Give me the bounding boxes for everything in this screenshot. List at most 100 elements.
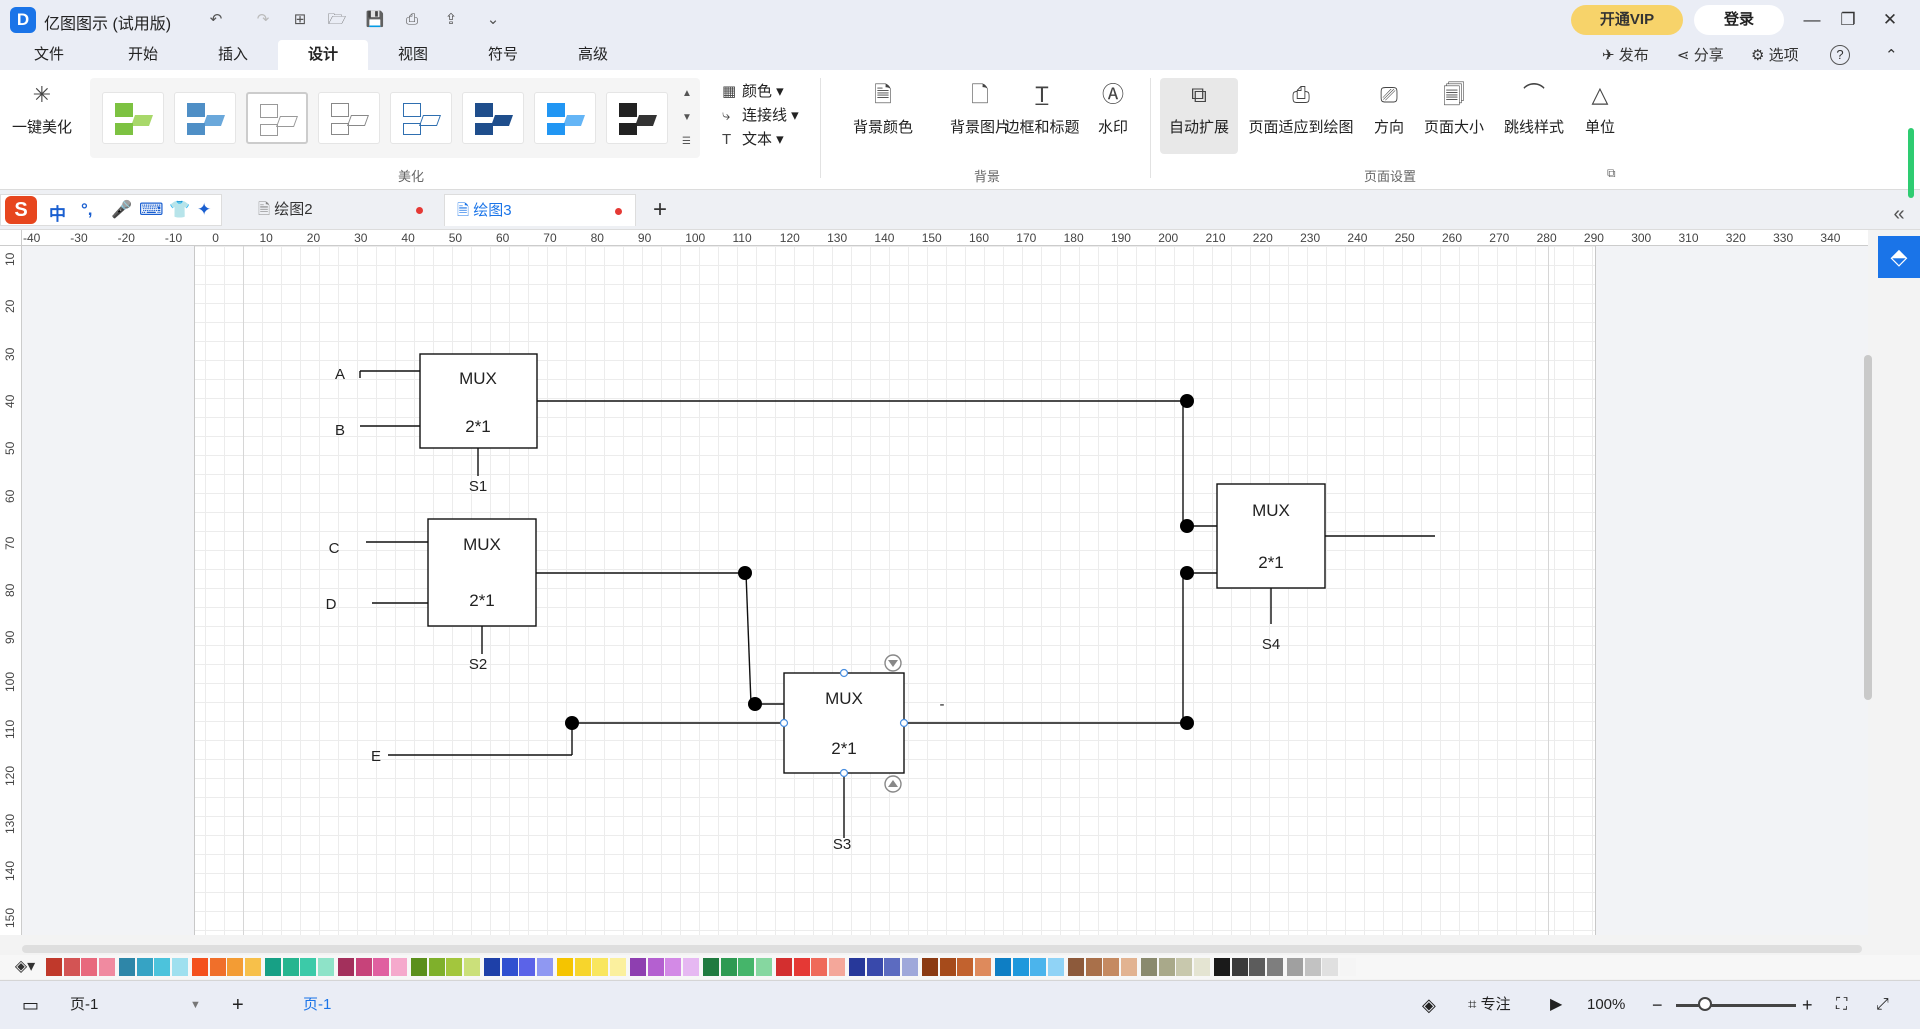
- color-swatch[interactable]: [866, 958, 883, 976]
- color-swatch[interactable]: [647, 958, 664, 976]
- gallery-scroll-icon[interactable]: ▲▼☰: [682, 88, 692, 147]
- selection-handle[interactable]: [839, 668, 849, 678]
- color-swatch[interactable]: [1231, 958, 1248, 976]
- color-swatch[interactable]: [98, 958, 115, 976]
- page-panel-icon[interactable]: ▭: [22, 995, 40, 1015]
- color-swatch[interactable]: [536, 958, 553, 976]
- color-swatch[interactable]: [1120, 958, 1137, 976]
- one-click-beautify-button[interactable]: ✳ 一键美化: [11, 82, 72, 136]
- color-swatch[interactable]: [884, 958, 900, 976]
- publish-button[interactable]: ✈ 发布: [1602, 47, 1649, 64]
- toolbox-icon[interactable]: ✦: [197, 200, 212, 219]
- color-swatch[interactable]: [574, 958, 591, 976]
- color-swatch[interactable]: [974, 958, 991, 976]
- redo-icon[interactable]: ↷: [256, 11, 270, 28]
- add-page-button[interactable]: +: [232, 994, 244, 1016]
- keyboard-icon[interactable]: ⌨: [139, 200, 164, 219]
- ime-toolbar[interactable]: S 中 °, 🎤 ⌨ 👕 ✦: [0, 194, 222, 226]
- fullscreen-icon[interactable]: ⤢: [1876, 996, 1889, 1013]
- share-button[interactable]: ⋖ 分享: [1677, 47, 1724, 64]
- expand-panel-icon[interactable]: «: [1893, 203, 1905, 225]
- tab-insert[interactable]: 插入: [217, 46, 248, 63]
- theme-option[interactable]: [246, 92, 308, 144]
- color-swatch[interactable]: [922, 958, 938, 976]
- color-swatch[interactable]: [939, 958, 956, 976]
- export-icon[interactable]: ⇪: [444, 11, 458, 28]
- color-swatch[interactable]: [463, 958, 480, 976]
- color-swatch[interactable]: [411, 958, 427, 976]
- format-paint-icon[interactable]: ⬘: [1878, 236, 1920, 278]
- color-swatch[interactable]: [665, 958, 681, 976]
- selection-handle[interactable]: [899, 718, 909, 728]
- color-swatch[interactable]: [1249, 958, 1265, 976]
- color-swatch[interactable]: [609, 958, 626, 976]
- options-button[interactable]: ⚙ 选项: [1751, 47, 1799, 64]
- color-swatch[interactable]: [811, 958, 827, 976]
- focus-button[interactable]: ⌗ 专注: [1468, 996, 1511, 1013]
- color-swatch[interactable]: [355, 958, 372, 976]
- zoom-level[interactable]: 100%: [1587, 996, 1626, 1013]
- zoom-in-button[interactable]: +: [1802, 995, 1813, 1015]
- zoom-out-button[interactable]: −: [1652, 995, 1663, 1015]
- color-swatch[interactable]: [300, 958, 316, 976]
- collapse-ribbon-icon[interactable]: ⌃: [1885, 47, 1898, 64]
- color-swatch[interactable]: [557, 958, 573, 976]
- color-swatch[interactable]: [1176, 958, 1192, 976]
- background-color-button[interactable]: 🗎背景颜色: [852, 82, 913, 136]
- page-tab-1[interactable]: 页-1: [303, 996, 332, 1013]
- mux-block-2[interactable]: [427, 518, 537, 627]
- color-swatch[interactable]: [446, 958, 462, 976]
- color-swatch[interactable]: [63, 958, 80, 976]
- color-swatch[interactable]: [1158, 958, 1175, 976]
- color-swatch[interactable]: [1030, 958, 1046, 976]
- horizontal-scrollbar[interactable]: [22, 945, 1862, 953]
- color-swatch[interactable]: [1047, 958, 1064, 976]
- skin-icon[interactable]: 👕: [169, 200, 191, 219]
- color-swatch[interactable]: [81, 958, 97, 976]
- tab-home[interactable]: 开始: [127, 46, 158, 63]
- color-swatch[interactable]: [519, 958, 535, 976]
- color-swatch[interactable]: [849, 958, 865, 976]
- theme-option[interactable]: [390, 92, 452, 144]
- unit-button[interactable]: △单位: [1584, 82, 1615, 136]
- tab-advanced[interactable]: 高级: [577, 46, 608, 63]
- color-swatch[interactable]: [265, 958, 281, 976]
- color-swatch[interactable]: [703, 958, 719, 976]
- theme-option[interactable]: [606, 92, 668, 144]
- color-swatch[interactable]: [682, 958, 699, 976]
- color-swatch[interactable]: [1193, 958, 1210, 976]
- save-icon[interactable]: 💾: [365, 11, 385, 28]
- color-swatch[interactable]: [171, 958, 188, 976]
- mux-block-3[interactable]: [783, 672, 905, 774]
- fit-page-button[interactable]: ⎙页面适应到绘图: [1248, 82, 1354, 136]
- auto-expand-button[interactable]: ⧉自动扩展: [1160, 78, 1238, 154]
- tab-design[interactable]: 设计: [278, 40, 368, 70]
- tab-file[interactable]: 文件: [33, 46, 64, 63]
- theme-option[interactable]: [534, 92, 596, 144]
- page-selector[interactable]: 页-1▼: [70, 996, 201, 1013]
- color-swatch[interactable]: [501, 958, 518, 976]
- theme-option[interactable]: [462, 92, 524, 144]
- border-title-button[interactable]: T̲边框和标题: [1004, 82, 1080, 136]
- color-swatch[interactable]: [484, 958, 500, 976]
- tab-view[interactable]: 视图: [397, 46, 428, 63]
- color-swatch[interactable]: [1339, 958, 1356, 976]
- ime-punct-icon[interactable]: °,: [81, 200, 93, 219]
- minimize-icon[interactable]: —: [1803, 10, 1821, 29]
- page-settings-launcher-icon[interactable]: ⧉: [1607, 166, 1616, 180]
- restore-icon[interactable]: ❐: [1840, 10, 1856, 29]
- color-swatch[interactable]: [1141, 958, 1157, 976]
- color-swatch[interactable]: [282, 958, 299, 976]
- background-image-button[interactable]: 🗋背景图片: [949, 82, 1010, 136]
- add-tab-button[interactable]: +: [652, 196, 667, 223]
- color-swatch[interactable]: [793, 958, 810, 976]
- zoom-slider-knob[interactable]: [1698, 997, 1712, 1011]
- color-dropdown[interactable]: ▦颜色 ▾: [722, 83, 784, 100]
- color-swatch[interactable]: [1068, 958, 1084, 976]
- color-swatch[interactable]: [338, 958, 354, 976]
- mux-block-1[interactable]: [419, 353, 538, 449]
- color-swatch[interactable]: [192, 958, 208, 976]
- color-swatch[interactable]: [630, 958, 646, 976]
- color-swatch[interactable]: [957, 958, 973, 976]
